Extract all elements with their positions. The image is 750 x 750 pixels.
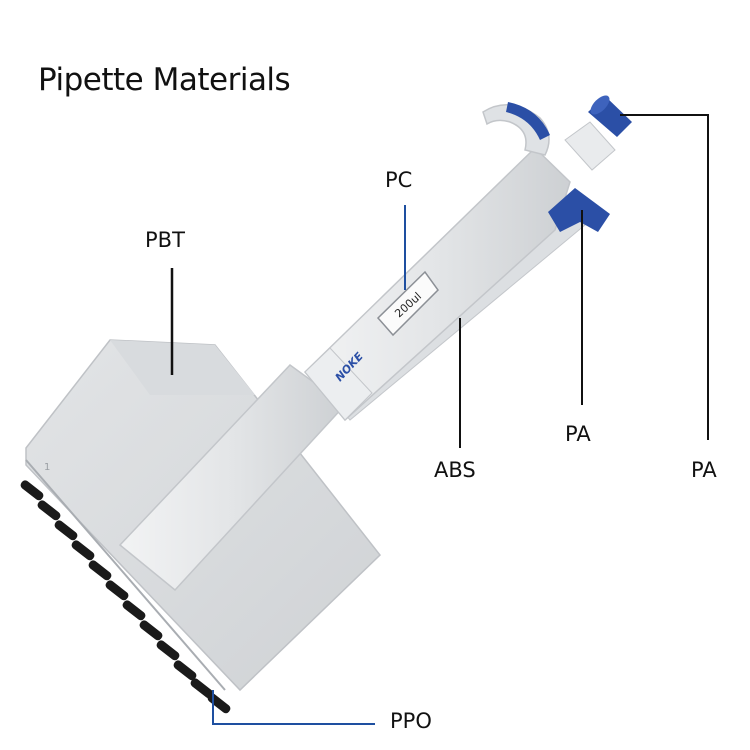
leader-line-ppo: [212, 690, 375, 725]
plunger-rod: [564, 121, 616, 171]
channel-number: 1: [44, 462, 50, 473]
label-ppo: PPO: [390, 709, 432, 733]
nozzle-row: [20, 480, 231, 714]
nozzle: [190, 678, 214, 699]
nozzle: [139, 620, 163, 641]
leader-line-pa-plunger: [620, 114, 709, 440]
nozzle: [207, 693, 231, 714]
nozzle: [20, 480, 44, 501]
finger-hook-cap: [506, 102, 550, 140]
diagram-title: Pipette Materials: [38, 62, 291, 98]
label-pa-plunger: PA: [691, 458, 717, 482]
nozzle: [37, 500, 61, 521]
label-pbt: PBT: [145, 228, 185, 252]
nozzle: [156, 640, 180, 661]
handle-collar: [304, 347, 373, 421]
nozzle: [122, 600, 146, 621]
nozzle: [54, 520, 78, 541]
manifold-head-top: [110, 340, 255, 395]
plunger-button-top: [590, 95, 610, 115]
nozzle: [71, 540, 95, 561]
nozzle: [173, 660, 197, 681]
nozzle: [105, 580, 129, 601]
nozzle: [88, 560, 112, 581]
label-pc: PC: [385, 168, 413, 192]
label-abs: ABS: [434, 458, 476, 482]
manifold-edge: [25, 459, 226, 691]
volume-window: [376, 270, 439, 337]
ejector-button: [548, 188, 610, 232]
label-pa-ejector: PA: [565, 422, 591, 446]
